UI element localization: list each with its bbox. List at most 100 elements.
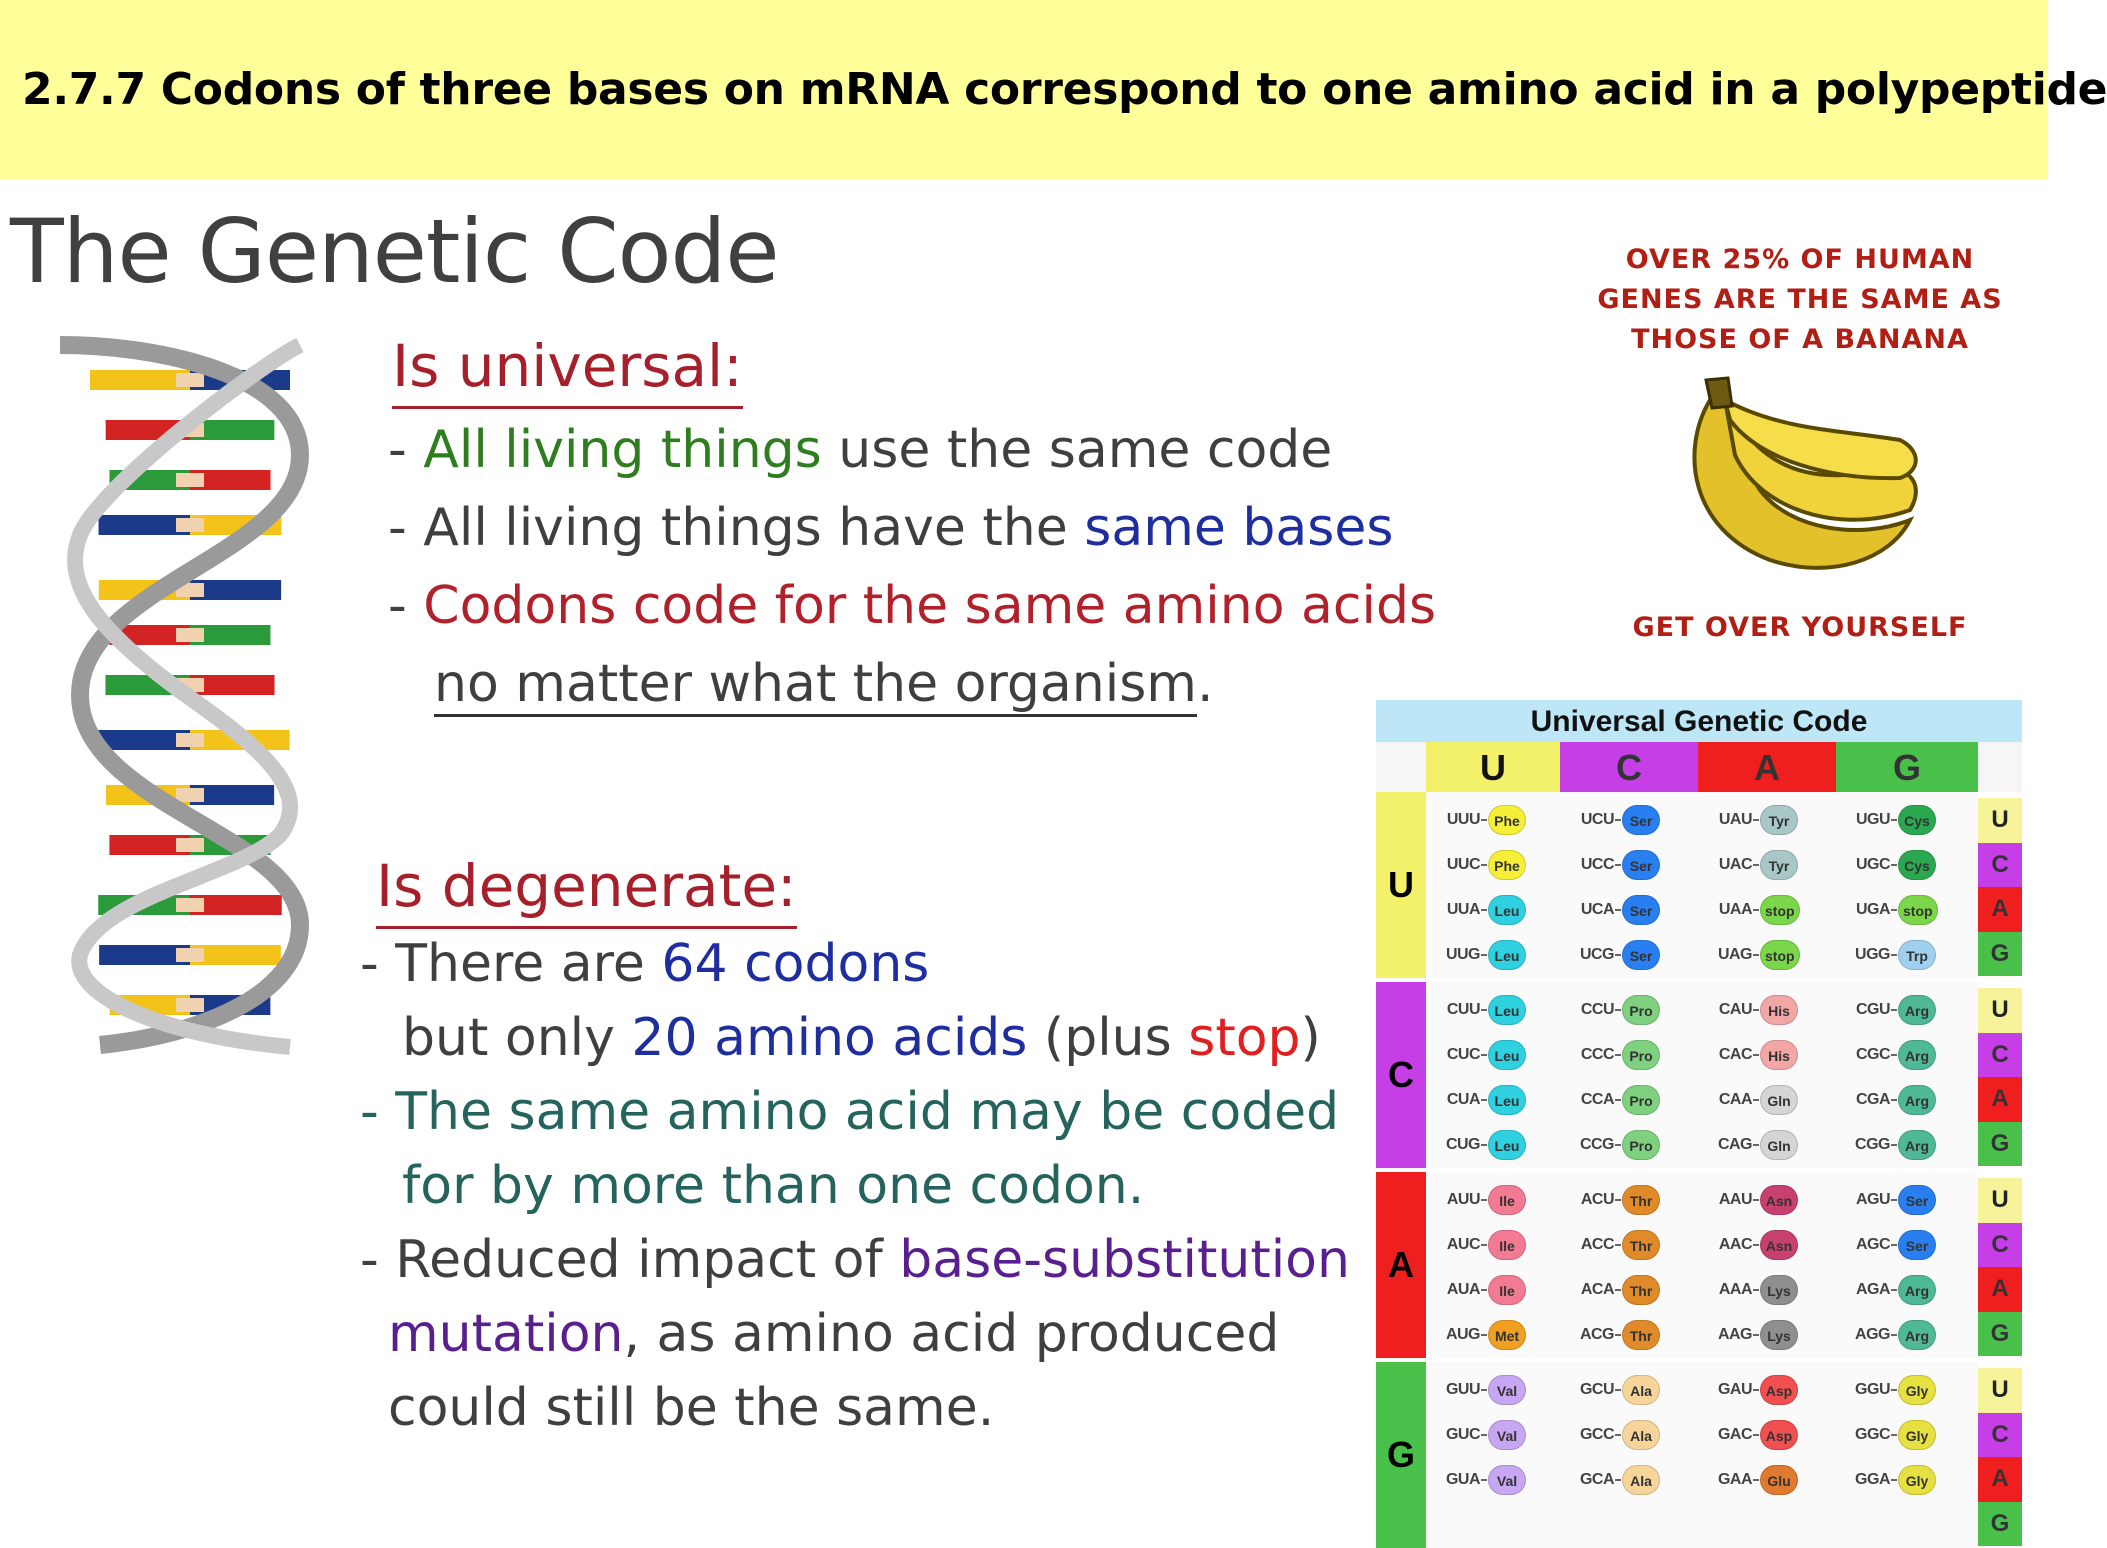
amino-acid-badge: Leu <box>1488 1130 1526 1160</box>
banana-caption-bottom: GET OVER YOURSELF <box>1632 612 1968 643</box>
amino-acid-badge: Cys <box>1898 850 1936 880</box>
amino-acid-badge: Ser <box>1622 805 1660 835</box>
slide-title: The Genetic Code <box>10 200 779 303</box>
connector-dash <box>1615 1479 1621 1481</box>
connector-dash <box>1753 1334 1759 1336</box>
connector-dash <box>1753 864 1759 866</box>
codon-label: CAA <box>1718 1091 1753 1108</box>
degenerate-point-3: - Reduced impact of base-substitution <box>360 1230 1350 1290</box>
codon-label: GAC <box>1717 1426 1753 1443</box>
codon-label: UUG <box>1445 946 1481 963</box>
amino-acid-badge: Arg <box>1898 1275 1936 1305</box>
codon-label: GGA <box>1855 1471 1890 1488</box>
codon-label: UAU <box>1718 811 1753 828</box>
codon-label: UUC <box>1446 856 1481 873</box>
connector-dash <box>1615 1199 1621 1201</box>
codon-label: CCU <box>1580 1001 1615 1018</box>
connector-dash <box>1891 1389 1897 1391</box>
codon-label: CGU <box>1855 1001 1891 1018</box>
third-base-label: U <box>1978 798 2022 843</box>
degenerate-point-1: - There are 64 codons <box>360 934 930 994</box>
codon-label: UAA <box>1718 901 1753 918</box>
codon-cell: GGA Gly <box>1842 1460 1936 1500</box>
universal-point-1: - All living things use the same code <box>388 420 1333 480</box>
connector-dash <box>1481 954 1487 956</box>
connector-dash <box>1615 1009 1621 1011</box>
codon-label: CCG <box>1579 1136 1615 1153</box>
connector-dash <box>1481 1289 1487 1291</box>
connector-dash <box>1481 1434 1487 1436</box>
header-bar: 2.7.7 Codons of three bases on mRNA corr… <box>0 0 2107 180</box>
codon-label: UCG <box>1579 946 1615 963</box>
third-base-label: A <box>1978 1457 2022 1502</box>
amino-acid-badge: Pro <box>1622 1040 1660 1070</box>
codon-label: ACU <box>1580 1191 1615 1208</box>
connector-dash <box>1753 1389 1759 1391</box>
connector-dash <box>1481 909 1487 911</box>
codon-label: UCC <box>1580 856 1615 873</box>
connector-dash <box>1753 954 1759 956</box>
third-base-label: A <box>1978 1077 2022 1122</box>
amino-acid-badge: Thr <box>1622 1275 1660 1305</box>
amino-acid-badge: Val <box>1488 1375 1526 1405</box>
codon-label: AUU <box>1446 1191 1481 1208</box>
connector-dash <box>1891 1434 1897 1436</box>
third-base-label: C <box>1978 1222 2022 1267</box>
amino-acid-badge: Gly <box>1898 1465 1936 1495</box>
codon-label: AUA <box>1446 1281 1481 1298</box>
codon-label: GCU <box>1579 1381 1615 1398</box>
third-base-label: U <box>1978 1368 2022 1413</box>
dna-hydrogen-bond <box>176 998 204 1012</box>
connector-dash <box>1615 1289 1621 1291</box>
connector-dash <box>1615 864 1621 866</box>
dna-base-pair-left <box>90 370 190 390</box>
amino-acid-badge: Ala <box>1622 1420 1660 1450</box>
banana-caption-top: OVER 25% OF HUMAN GENES ARE THE SAME AS … <box>1597 244 2003 355</box>
amino-acid-badge: Gly <box>1898 1420 1936 1450</box>
connector-dash <box>1891 909 1897 911</box>
amino-acid-badge: Ser <box>1898 1185 1936 1215</box>
dna-hydrogen-bond <box>176 838 204 852</box>
dna-hydrogen-bond <box>176 788 204 802</box>
connector-dash <box>1891 1099 1897 1101</box>
universal-point-3-cont: no matter what the organism. <box>434 654 1213 717</box>
dna-backbone-strand <box>59 336 310 1054</box>
third-base-label: G <box>1978 931 2022 976</box>
connector-dash <box>1615 1099 1621 1101</box>
amino-acid-badge: Glu <box>1760 1465 1798 1495</box>
dna-base-pair-left <box>98 515 190 535</box>
amino-acid-badge: Ala <box>1622 1465 1660 1495</box>
codon-label: CGA <box>1855 1091 1891 1108</box>
dna-hydrogen-bond <box>176 473 204 487</box>
amino-acid-badge: Phe <box>1488 850 1526 880</box>
universal-point-2: - All living things have the same bases <box>388 498 1394 558</box>
codon-label: CUA <box>1446 1091 1481 1108</box>
second-base-header: A <box>1698 742 1836 792</box>
codon-label: GAA <box>1717 1471 1753 1488</box>
codon-label: GUC <box>1445 1426 1481 1443</box>
third-base-label: U <box>1978 1178 2022 1223</box>
third-base-label: U <box>1978 988 2022 1033</box>
